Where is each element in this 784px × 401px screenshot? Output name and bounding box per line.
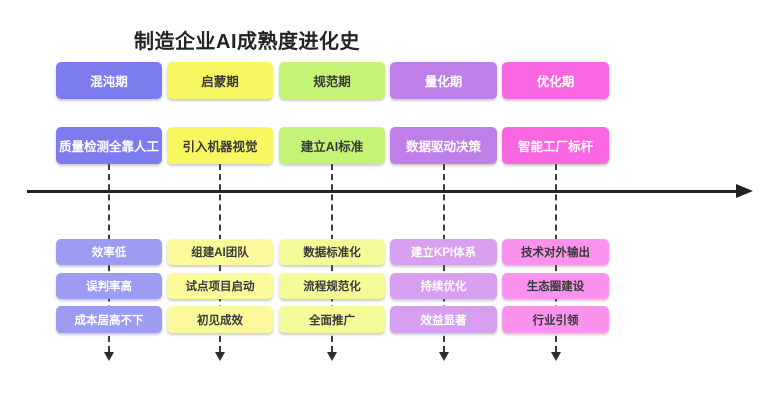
down-arrow-icon bbox=[327, 352, 337, 361]
stage-milestone-box: 质量检测全靠人工 bbox=[56, 127, 162, 164]
stage-header-badge: 量化期 bbox=[390, 62, 497, 99]
down-arrow-icon bbox=[215, 352, 225, 361]
down-arrow-icon bbox=[104, 352, 114, 361]
stage-item-box: 效率低 bbox=[56, 239, 162, 265]
stage-item-box: 生态圈建设 bbox=[502, 273, 609, 299]
timeline-arrowhead-icon bbox=[736, 184, 753, 198]
stage-column-chaos: 混沌期 质量检测全靠人工 效率低 误判率高 成本居高不下 bbox=[56, 0, 162, 401]
timeline-axis bbox=[27, 190, 737, 193]
stage-item-box: 持续优化 bbox=[390, 273, 497, 299]
stage-item-box: 行业引领 bbox=[502, 306, 609, 333]
stage-header-badge: 规范期 bbox=[279, 62, 385, 99]
stage-item-box: 效益显著 bbox=[390, 306, 497, 333]
stage-item-box: 试点项目启动 bbox=[167, 273, 273, 299]
diagram-title: 制造企业AI成熟度进化史 bbox=[134, 31, 360, 53]
stage-item-box: 全面推广 bbox=[279, 306, 385, 333]
stage-milestone-box: 建立AI标准 bbox=[279, 127, 385, 164]
stage-milestone-box: 智能工厂标杆 bbox=[502, 127, 609, 164]
down-arrow-icon bbox=[438, 352, 449, 361]
stage-item-box: 成本居高不下 bbox=[56, 306, 162, 333]
stage-item-box: 技术对外输出 bbox=[502, 239, 609, 265]
stage-item-box: 数据标准化 bbox=[279, 239, 385, 265]
stage-column-optimization: 优化期 智能工厂标杆 技术对外输出 生态圈建设 行业引领 bbox=[502, 0, 609, 401]
stage-header-badge: 混沌期 bbox=[56, 62, 162, 99]
stage-milestone-box: 数据驱动决策 bbox=[390, 127, 497, 164]
down-arrow-icon bbox=[550, 352, 561, 361]
stage-milestone-box: 引入机器视觉 bbox=[167, 127, 273, 164]
stage-item-box: 误判率高 bbox=[56, 273, 162, 299]
stage-item-box: 组建AI团队 bbox=[167, 239, 273, 265]
stage-column-standardization: 规范期 建立AI标准 数据标准化 流程规范化 全面推广 bbox=[279, 0, 385, 401]
stage-column-enlightenment: 启蒙期 引入机器视觉 组建AI团队 试点项目启动 初见成效 bbox=[167, 0, 273, 401]
stage-column-quantification: 量化期 数据驱动决策 建立KPI体系 持续优化 效益显著 bbox=[390, 0, 497, 401]
stage-item-box: 流程规范化 bbox=[279, 273, 385, 299]
stage-header-badge: 优化期 bbox=[502, 62, 609, 99]
stage-item-box: 初见成效 bbox=[167, 306, 273, 333]
stage-header-badge: 启蒙期 bbox=[167, 62, 273, 99]
stage-item-box: 建立KPI体系 bbox=[390, 239, 497, 265]
